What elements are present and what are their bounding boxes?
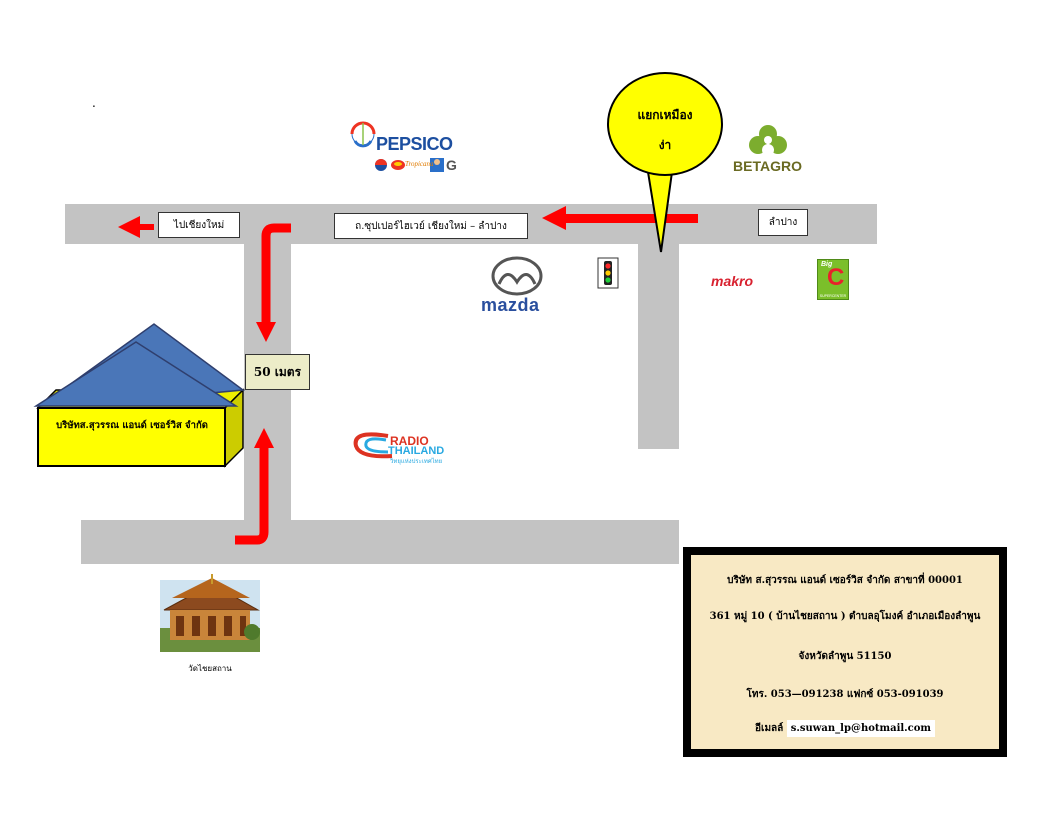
card-phone-line: โทร. 053—091238 แฟกซ์ 053-091039 — [746, 689, 944, 700]
bigc-logo: Big C SUPERCENTER — [817, 259, 849, 300]
callout-pointer — [646, 171, 674, 253]
betagro-logo-icon — [749, 125, 787, 156]
company-building-icon — [33, 323, 246, 468]
thailand-logo: THAILAND — [388, 445, 445, 457]
betagro-logo: BETAGRO — [733, 158, 802, 174]
contact-card: บริษัท ส.สุวรรณ แอนด์ เซอร์วิส จำกัด สาข… — [683, 547, 1007, 757]
pepsico-brands-icon — [375, 158, 444, 172]
temple-label: วัดไชยสถาน — [188, 664, 232, 673]
lower-road — [81, 520, 679, 564]
intersection-road — [638, 244, 679, 449]
pepsico-logo: PEPSICO — [376, 134, 453, 154]
pepsico-sub-logo: Tropicana — [405, 160, 434, 168]
traffic-light-icon — [597, 257, 619, 289]
arrow-down-to-company — [256, 223, 291, 342]
card-email-value: s.suwan_lp@hotmail.com — [786, 720, 935, 737]
stray-dot: . — [92, 96, 96, 110]
card-province-line: จังหวัดลำพูน 51150 — [798, 651, 892, 662]
label-highway: ถ.ซุปเปอร์ไฮเวย์ เชียงใหม่ – ลำปาง — [334, 213, 528, 239]
card-email-line: อีเมลล์ s.suwan_lp@hotmail.com — [691, 720, 999, 737]
arrow-to-chiangmai — [118, 216, 154, 238]
makro-logo: makro — [711, 273, 754, 289]
label-to-chiangmai: ไปเชียงใหม่ — [158, 212, 240, 238]
mazda-logo: mazda — [481, 295, 540, 315]
radio-thailand-icon — [353, 432, 393, 459]
pepsico-globe-icon — [350, 121, 376, 148]
pepsico-g-logo: G — [446, 157, 457, 173]
bigc-big-text: Big — [821, 261, 833, 268]
bigc-c-text: C — [827, 264, 845, 291]
bigc-sub-text: SUPERCENTER — [819, 294, 847, 298]
mazda-emblem-icon — [491, 256, 543, 296]
arrow-from-lampang — [542, 206, 698, 230]
card-address-line: 361 หมู่ 10 ( บ้านไชยสถาน ) ตำบลอุโมงค์ … — [709, 611, 981, 622]
label-distance: 50 เมตร — [245, 354, 310, 390]
callout-text: แยกเหมือง ง่า — [612, 100, 718, 160]
card-email-label: อีเมลล์ — [755, 723, 784, 734]
card-company-line: บริษัท ส.สุวรรณ แอนด์ เซอร์วิส จำกัด สาข… — [727, 575, 963, 586]
temple-icon — [160, 574, 260, 652]
radio-sub-logo: วิทยุแห่งประเทศไทย — [390, 458, 443, 465]
radio-logo: RADIO — [390, 434, 429, 448]
company-building-label: บริษัทส.สุวรรณ แอนด์ เซอร์วิส จำกัด — [56, 420, 208, 431]
intersection-callout — [607, 72, 723, 176]
callout-line1: แยกเหมือง — [637, 108, 693, 122]
arrow-up-to-company — [235, 428, 274, 545]
label-lampang: ลำปาง — [758, 209, 808, 236]
callout-line2: ง่า — [658, 138, 672, 152]
